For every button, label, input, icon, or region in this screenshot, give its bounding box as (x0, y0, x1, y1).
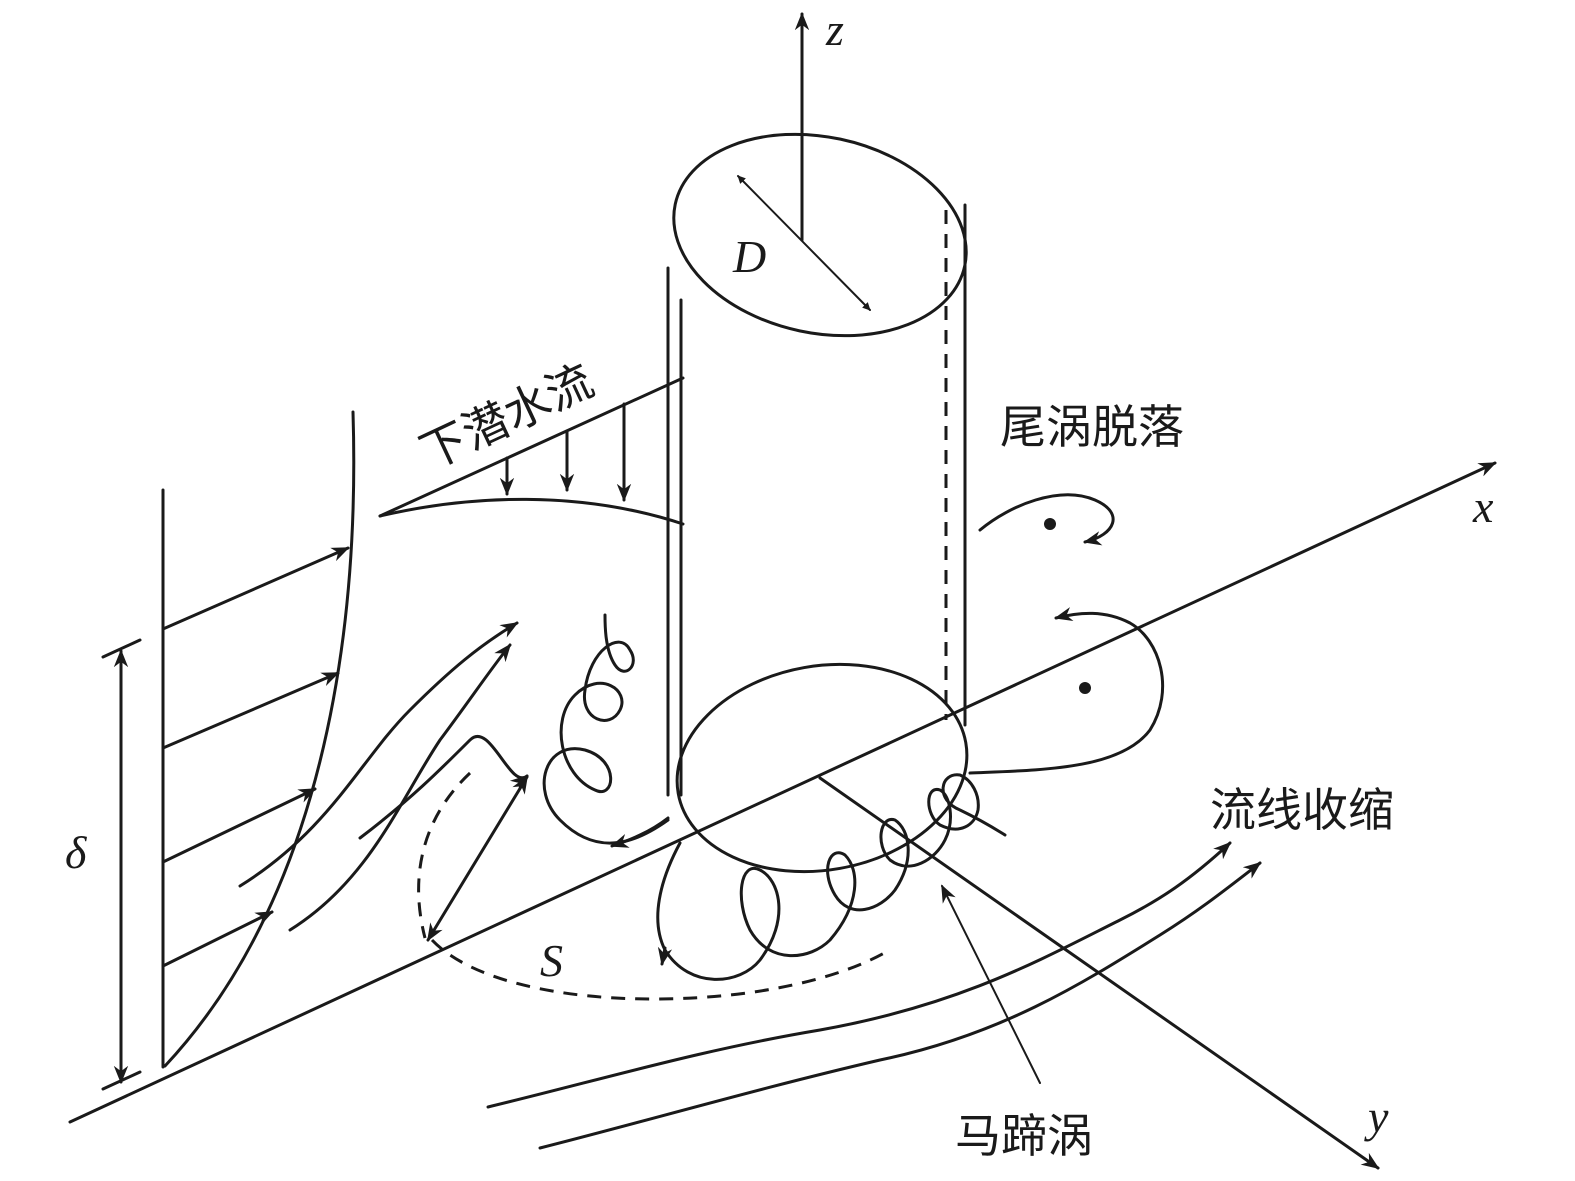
wake-vortex-upper (978, 493, 1115, 546)
horseshoe-vortex-base (656, 773, 1007, 981)
wake-vortex-lower (968, 607, 1165, 775)
approach-streamlines (238, 621, 529, 932)
contraction-streamlines (486, 841, 1262, 1150)
streamline-2 (288, 643, 512, 932)
label-z-axis: z (825, 4, 844, 55)
downflow-top-line (378, 376, 685, 518)
pier-cylinder (666, 132, 969, 874)
scour-boundary (417, 771, 887, 1001)
scour-depth-arrow (426, 775, 529, 942)
label-scour-extent: S (540, 935, 563, 986)
wake-vortices (968, 493, 1165, 775)
horseshoe-front-arrow (610, 816, 670, 848)
diameter-arrow (737, 175, 871, 311)
downflow-region (378, 376, 685, 526)
horseshoe-vortex-front (542, 613, 670, 845)
streamline-1 (238, 621, 519, 888)
wake-vortex-lower-center (1079, 682, 1091, 694)
profile-arrow-1 (161, 546, 350, 631)
label-horseshoe-vortex: 马蹄涡 (955, 1109, 1093, 1163)
boundary-layer-dimension (101, 638, 142, 1091)
label-x-axis: x (1472, 481, 1494, 532)
label-boundary-layer: δ (65, 827, 87, 878)
streamline-3 (358, 735, 529, 840)
horseshoe-base-arrow (657, 946, 673, 966)
horseshoe-leader (941, 884, 1041, 1084)
delta-tick-top (101, 638, 142, 659)
label-wake-shedding: 尾涡脱落 (1000, 400, 1184, 454)
downflow-curve (378, 497, 685, 526)
x-axis (68, 461, 1497, 1124)
wake-vortex-upper-center (1044, 518, 1056, 530)
label-y-axis: y (1364, 1091, 1389, 1142)
profile-curve (163, 410, 356, 1068)
profile-arrow-2 (161, 671, 340, 750)
contraction-line-1 (486, 841, 1232, 1109)
contraction-line-2 (538, 861, 1262, 1150)
label-streamline-contraction: 流线收缩 (1210, 783, 1394, 837)
profile-arrow-3 (161, 787, 317, 864)
profile-arrow-4 (161, 910, 274, 968)
velocity-profile (161, 410, 356, 1069)
label-diameter: D (732, 231, 766, 282)
pier-base-ellipse (675, 662, 969, 874)
scour-dashed-curve-bottom (430, 938, 887, 1001)
pier-top-ellipse (672, 132, 968, 338)
